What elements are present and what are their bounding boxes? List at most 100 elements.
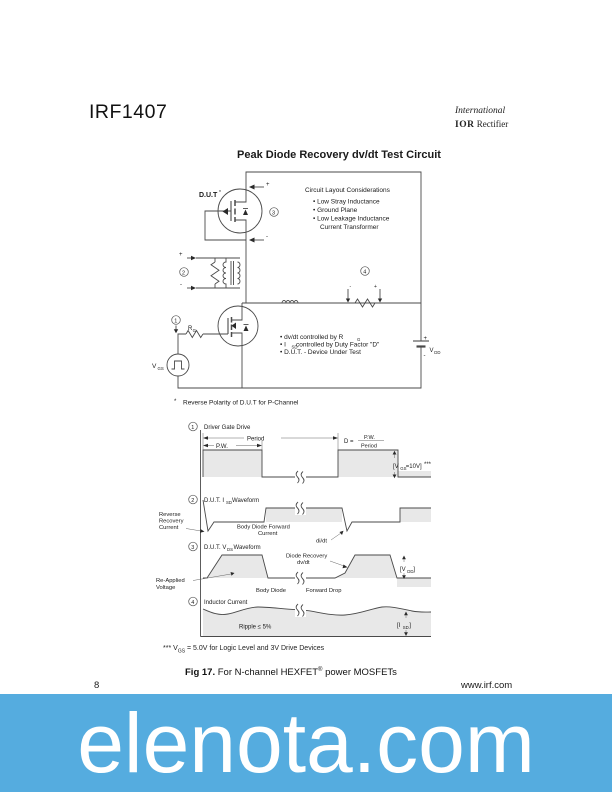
vdd-label: V [430,348,434,354]
website-url[interactable]: www.irf.com [461,680,513,691]
dut-mosfet-icon [217,188,263,234]
reverse-recovery-2: Recovery [159,519,184,525]
marker-1-circuit: 1 [171,315,181,334]
caption-text-1: For N-channel HEXFET [215,667,319,679]
reverse-recovery-3: Current [159,525,179,531]
w2-label-post: Waveform [232,498,259,504]
didt-arrow [330,530,344,541]
note-isd-pre: • I [280,342,286,349]
isd-bracket-sub: SD [403,625,409,630]
svg-text:1: 1 [191,425,194,431]
battery-minus: - [424,353,426,359]
vgs-level-arrows [392,450,397,479]
reverse-recovery-1: Reverse [159,512,181,518]
consideration-4: Current Transformer [320,224,379,231]
w4-trace [200,603,432,637]
re-applied-2: Voltage [156,585,175,591]
dut-star: * [219,190,221,196]
consideration-3: • Low Leakage Inductance [313,216,390,223]
sense-probe-left-icon [345,289,351,303]
drain-probe-plus: + [266,182,270,188]
registered-mark: ® [318,667,323,673]
note-isd-sub: SD [292,345,298,350]
note-dut: • D.U.T. - Device Under Test [280,349,361,356]
w3-label-sub: DS [227,547,233,552]
source-probe-minus: - [266,234,268,240]
svg-text:2: 2 [182,270,185,276]
pw-label: P.W. [216,444,228,450]
logo-ior-icon: IOR [455,120,475,130]
vgs-label-sub: GS [158,366,164,371]
sense-probe-minus: - [350,284,352,290]
sense-probe-plus: + [374,284,377,290]
ct-probe-bottom-icon [187,285,196,291]
note-dvdt-pre: • dv/dt controlled by R [280,334,344,341]
diode-recovery-1: Diode Recovery [286,554,327,560]
ct-probe-plus: + [179,252,183,258]
circuit-footnote: Reverse Polarity of D.U.T for P-Channel [183,400,299,407]
forward-drop-label: Forward Drop [306,588,341,594]
w1-label: Driver Gate Drive [204,425,251,431]
w4-label: Inductor Current [204,600,248,606]
svg-text:2: 2 [191,498,194,504]
source-probe-icon [249,237,264,243]
w2-label-sub: SD [226,500,232,505]
w2-trace [202,499,431,533]
duty-num: P.W. [364,435,375,441]
rg-label-sub: G [193,328,197,333]
footnote-stars: *** [163,645,172,652]
rg-label: R [188,326,193,332]
diode-recovery-2: dv/dt [297,560,310,566]
consideration-1: • Low Stray Inductance [313,199,380,206]
vdd-label-sub: DD [434,350,440,355]
elenota-watermark-text: elenota.com [77,696,535,790]
vdd-bracket-pre: [V [400,567,406,573]
part-number: IRF1407 [89,101,168,123]
marker-3-circuit: 3 [269,207,279,217]
w3-label-pre: D.U.T. V [204,545,226,551]
w3-label-post: Waveform [234,545,261,551]
vgs-bracket-stars: *** [424,462,432,468]
vdd-bracket-post: ] [413,567,415,573]
svg-text:1: 1 [174,318,177,324]
marker-1-waveform: 1 [188,421,198,432]
svg-text:4: 4 [191,600,194,606]
w3-trace [203,554,431,587]
note-isd-post: controlled by Duty Factor "D" [296,342,380,349]
footnote-vgs-sub: GS [177,648,186,655]
svg-text:4: 4 [363,269,366,275]
body-diode-current: Current [258,531,278,537]
figure-number: Fig 17. [185,667,216,679]
isd-bracket-pre: [I [397,623,401,629]
considerations-title: Circuit Layout Considerations [305,187,391,194]
consideration-2: • Ground Plane [313,207,358,214]
circuit-wires [177,171,422,389]
w2-label-pre: D.U.T. I [204,498,224,504]
marker-4-waveform: 4 [188,596,198,607]
vdd-level-arrows [402,555,406,579]
international-rectifier-logo: International IOR Rectifier [455,106,535,131]
battery-plus: + [424,336,428,342]
duty-den: Period [361,444,377,450]
page-number: 8 [94,680,100,691]
re-applied-arrow [192,572,235,581]
marker-2-waveform: 2 [188,494,198,505]
vgs-drive-footnote: *** VGS = 5.0V for Logic Level and 3V Dr… [163,645,324,654]
sense-resistor-icon [354,298,376,308]
marker-2-circuit: 2 [179,267,189,277]
diode-recovery-arrow [329,560,348,569]
ct-probe-top-icon [187,255,196,261]
footnote-vgs: V [173,645,178,652]
note-dvdt-sub: G [357,337,361,342]
marker-4-circuit: 4 [360,266,370,276]
didt-label: di/dt [316,539,327,545]
ripple-label: Ripple ≤ 5% [239,625,272,631]
vgs-bracket-post: =10V] [406,464,422,470]
period-label: Period [247,437,264,443]
marker-3-waveform: 3 [188,541,198,552]
sense-probe-right-icon [377,289,383,303]
w1-trace [202,449,431,484]
svg-text:3: 3 [272,210,275,216]
logo-international: International [455,106,506,116]
